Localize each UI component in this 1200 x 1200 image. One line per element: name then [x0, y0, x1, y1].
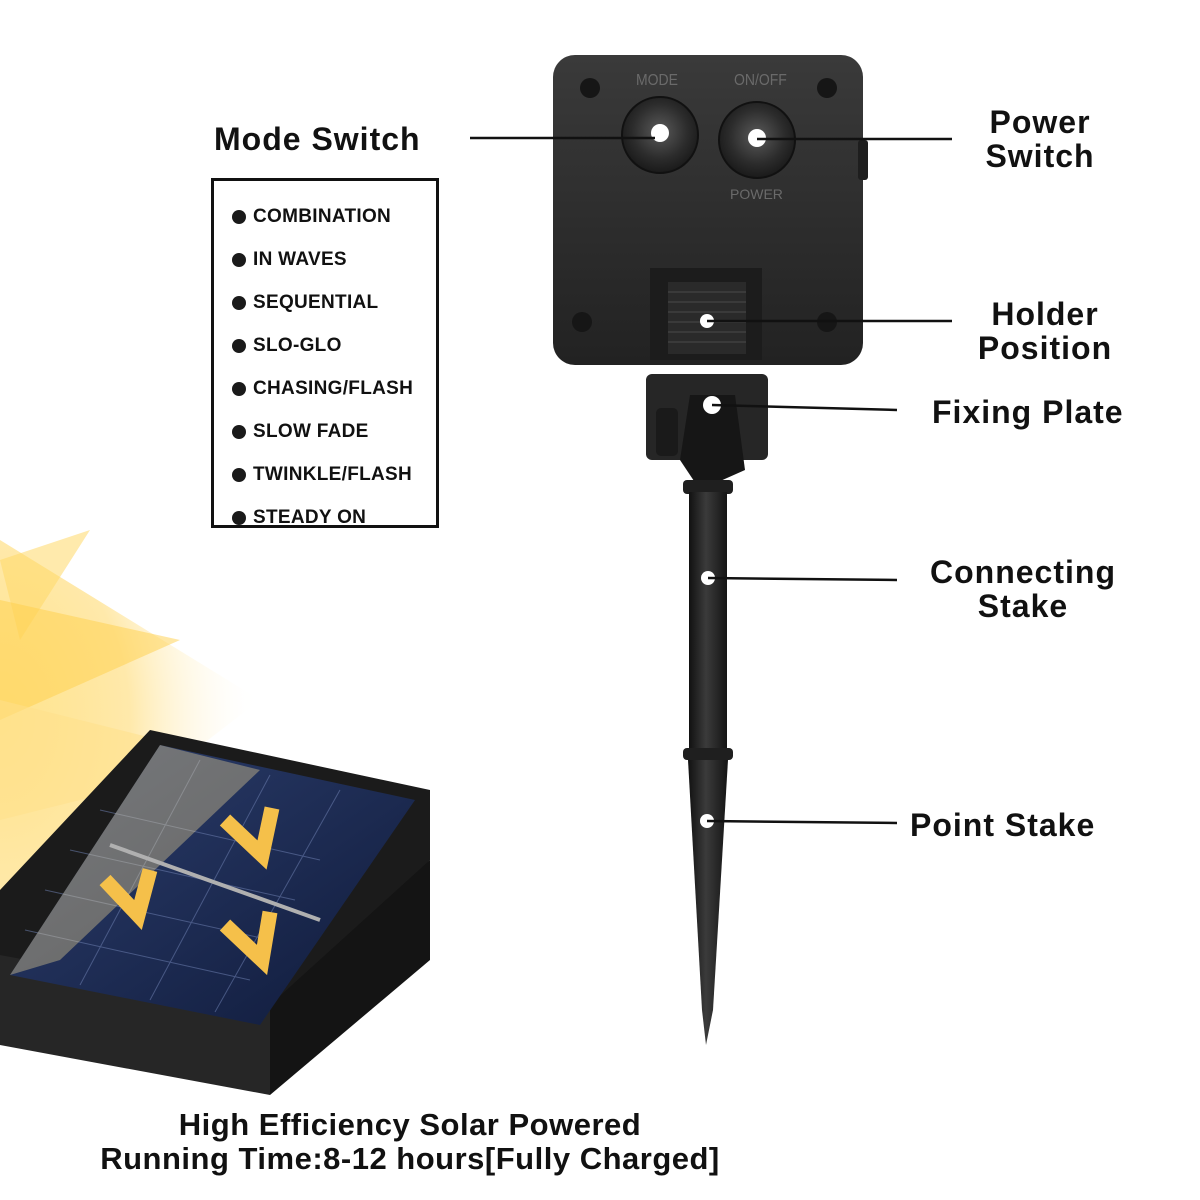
connecting-stake — [683, 480, 733, 760]
label-power-switch: Power Switch — [985, 104, 1095, 174]
caption-line-1: High Efficiency Solar Powered — [178, 1107, 642, 1142]
modes-list: COMBINATION IN WAVES SEQUENTIAL SLO-GLO … — [211, 178, 439, 528]
point-stake — [688, 760, 728, 1045]
marking-power: POWER — [730, 186, 783, 202]
list-item: SLOW FADE — [232, 410, 436, 453]
bullet-icon — [232, 252, 246, 267]
bullet-icon — [232, 209, 246, 224]
bullet-icon — [232, 381, 246, 396]
list-item: SLO-GLO — [232, 324, 436, 367]
bullet-icon — [232, 467, 246, 482]
list-item: COMBINATION — [232, 195, 436, 238]
label-mode-switch: Mode Switch — [214, 121, 421, 157]
leader-connecting-stake — [707, 576, 898, 582]
arrow-icon — [99, 806, 280, 976]
label-holder-position: Holder Position — [977, 296, 1113, 366]
list-item: SEQUENTIAL — [232, 281, 436, 324]
list-item: TWINKLE/FLASH — [232, 453, 436, 496]
bullet-icon — [232, 510, 246, 525]
label-connecting-stake: Connecting Stake — [930, 554, 1116, 624]
leader-lines — [470, 136, 952, 825]
bullet-icon — [232, 424, 246, 439]
fixing-plate — [646, 374, 768, 490]
caption-line-2: Running Time:8-12 hours[Fully Charged] — [100, 1141, 720, 1176]
controller-box — [553, 55, 868, 365]
caption: High Efficiency Solar Powered Running Ti… — [0, 1108, 820, 1176]
bullet-icon — [232, 295, 246, 310]
list-item: CHASING/FLASH — [232, 367, 436, 410]
marking-mode: MODE — [636, 71, 678, 89]
sun-glow — [0, 530, 260, 900]
list-item: STEADY ON — [232, 496, 436, 539]
solar-panel — [0, 730, 430, 1095]
list-item: IN WAVES — [232, 238, 436, 281]
leader-point-stake — [706, 819, 898, 825]
label-fixing-plate: Fixing Plate — [932, 394, 1124, 430]
bullet-icon — [232, 338, 246, 353]
marking-onoff: ON/OFF — [734, 71, 787, 89]
leader-fixing-plate — [711, 403, 898, 412]
label-point-stake: Point Stake — [910, 807, 1096, 843]
